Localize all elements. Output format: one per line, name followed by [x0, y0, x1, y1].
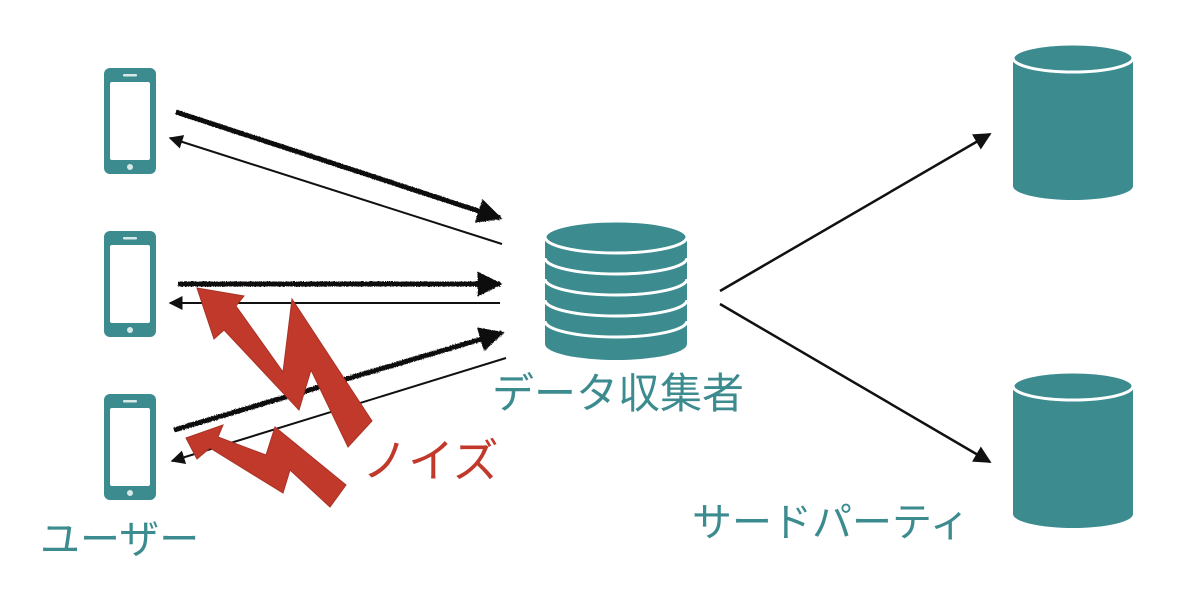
return-arrow-1: [168, 135, 503, 245]
noise-bolt-lower-icon: [185, 424, 347, 508]
third-party-database-bottom-icon: [1011, 370, 1135, 528]
user-phone-2-icon: [104, 231, 156, 337]
upload-arrow-1: [175, 109, 503, 223]
user-phone-1-icon: [104, 68, 156, 174]
user-phone-3-icon: [104, 394, 156, 500]
share-arrow-top: [719, 132, 992, 293]
third-party-label: サードパーティ: [692, 500, 970, 546]
users-label: ユーザー: [40, 517, 200, 563]
collector-database-icon: [543, 219, 689, 360]
noise-label: ノイズ: [362, 434, 499, 488]
share-arrow-bottom: [719, 302, 992, 464]
data-collector-label: データ収集者: [492, 369, 745, 418]
third-party-database-top-icon: [1011, 42, 1135, 200]
noise-bolt-upper-icon: [196, 287, 373, 448]
